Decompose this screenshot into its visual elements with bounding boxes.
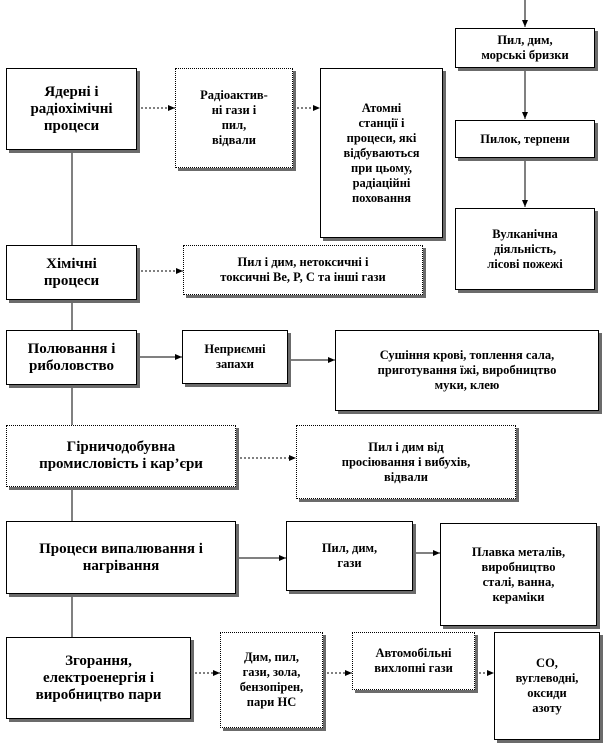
process-combustion: Згорання, електроенергія і виробництво п…: [6, 637, 191, 719]
process-hunting: Полювання і риболовство: [6, 330, 137, 385]
emission-hunting: Неприємні запахи: [182, 330, 288, 384]
emission-firing: Пил, дим, гази: [286, 521, 413, 591]
source-combustion-products: CO, вуглеводні, оксиди азоту: [494, 632, 600, 740]
emission-chemical: Пил і дим, нетоксичні і токсичні Be, P, …: [183, 245, 423, 295]
source-nuclear: Атомні станції і процеси, які відбувають…: [320, 68, 443, 238]
natural-pollen: Пилок, терпени: [455, 120, 595, 158]
emission-combustion: Дим, пил, гази, зола, бензопірен, пари H…: [220, 632, 323, 728]
process-chemical: Хімічні процеси: [6, 245, 137, 300]
process-nuclear: Ядерні і радіохімічні процеси: [6, 68, 137, 150]
source-combustion-exhaust: Автомобільні вихлопні гази: [352, 632, 475, 690]
emission-nuclear: Радіоактив- ні гази і пил, відвали: [175, 68, 293, 168]
natural-dust-smoke: Пил, дим, морські бризки: [455, 28, 595, 68]
natural-volcanic: Вулканічна діяльність, лісові пожежі: [455, 208, 595, 290]
source-firing: Плавка металів, виробництво сталі, ванна…: [440, 523, 597, 626]
process-mining: Гірничодобувна промисловість і кар’єри: [6, 425, 236, 487]
emission-mining: Пил і дим від просіювання і вибухів, від…: [296, 425, 516, 499]
process-firing: Процеси випалювання і нагрівання: [6, 521, 236, 594]
source-hunting: Сушіння крові, топлення сала, приготуван…: [335, 330, 599, 411]
